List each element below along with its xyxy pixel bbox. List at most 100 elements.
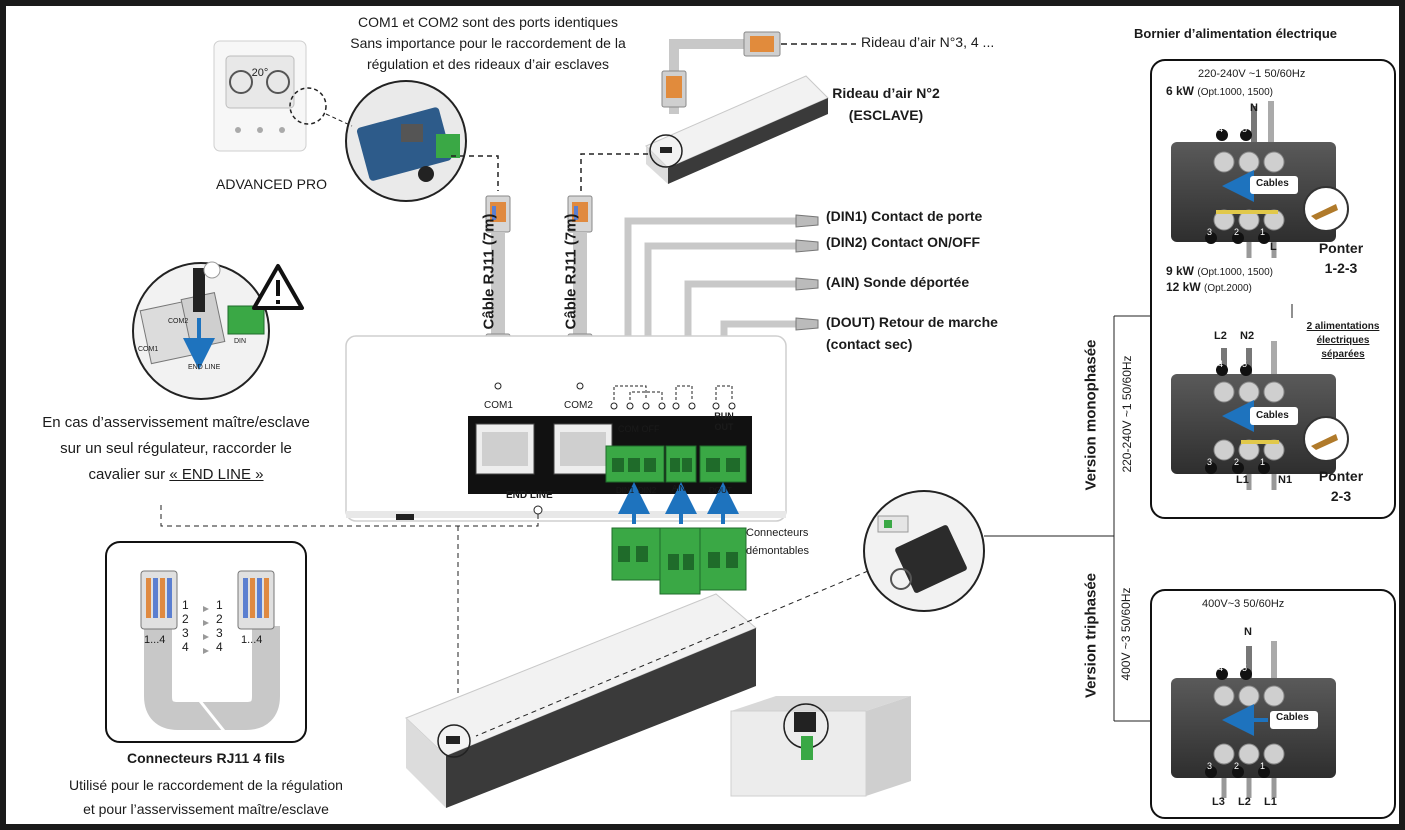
end-line-note-prefix: cavalier sur bbox=[88, 466, 170, 483]
mono-power-1: 6 kW (Opt.1000, 1500) bbox=[1166, 84, 1273, 98]
input-dout-label: (DOUT) Retour de marche (contact sec) bbox=[826, 311, 998, 355]
t2-num-3: 3 bbox=[1207, 457, 1213, 467]
board-din1-label: DIN1 bbox=[616, 486, 635, 495]
rj11-pin-left-4: 4 bbox=[182, 640, 189, 654]
tri-n-label: N bbox=[1244, 626, 1252, 638]
separate-supplies-line-1: 2 alimentations bbox=[1306, 321, 1380, 332]
terminal-block-2 bbox=[1171, 341, 1349, 490]
terminal-block-1 bbox=[1171, 101, 1349, 258]
controller-board bbox=[345, 335, 787, 522]
input-dout-line-2: (contact sec) bbox=[826, 336, 913, 352]
ponter-2-pins: 2-3 bbox=[1330, 488, 1352, 504]
end-line-note-link: « END LINE » bbox=[169, 466, 264, 483]
ponter-1-pins: 1-2-3 bbox=[1324, 260, 1358, 276]
mono-power-3-opt: (Opt.2000) bbox=[1204, 283, 1252, 294]
mono-cables-2: Cables bbox=[1256, 410, 1289, 421]
separate-supplies: 2 alimentations électriques séparées bbox=[1302, 320, 1384, 362]
t2-num-5: 5 bbox=[1242, 359, 1248, 369]
mono-power-3-value: 12 kW bbox=[1166, 280, 1201, 294]
terminal-title: Bornier d’alimentation électrique bbox=[1134, 26, 1337, 41]
mono-supply: 220-240V ~1 50/60Hz bbox=[1198, 68, 1306, 80]
mono-power-2-opt: (Opt.1000, 1500) bbox=[1197, 267, 1273, 278]
air-curtain-2 bbox=[645, 75, 829, 184]
cable-left-label: Câble RJ11 (7m) bbox=[480, 213, 498, 330]
rj11-pin-right-4: 4 bbox=[216, 640, 223, 654]
rj11-range-left: 1...4 bbox=[144, 634, 166, 646]
t2-num-4: 4 bbox=[1218, 359, 1224, 369]
rj11-pin-right-2: 2 bbox=[216, 612, 223, 626]
mono-power-1-value: 6 kW bbox=[1166, 84, 1195, 98]
board-com2-label: COM2 bbox=[564, 400, 593, 411]
input-din1-label: (DIN1) Contact de porte bbox=[826, 208, 983, 224]
input-din2-label: (DIN2) Contact ON/OFF bbox=[826, 234, 980, 250]
separate-supplies-line-3: séparées bbox=[1321, 349, 1365, 360]
tri-cables: Cables bbox=[1276, 712, 1309, 723]
ponter-1: Ponter 1-2-3 bbox=[1306, 238, 1376, 278]
cable-curtain-3 bbox=[661, 31, 856, 114]
diagram-frame: 20° bbox=[6, 6, 1399, 824]
top-note-line-2: Sans importance pour le raccordement de … bbox=[350, 35, 626, 51]
curtain-3-label: Rideau d’air N°3, 4 ... bbox=[861, 34, 995, 50]
mono-side-supply: 220-240V ~1 50/60Hz bbox=[1120, 355, 1134, 473]
t3-num-5: 5 bbox=[1242, 663, 1248, 673]
t3-num-3: 3 bbox=[1207, 761, 1213, 771]
zoom-com2-label: COM2 bbox=[168, 318, 189, 325]
terminal-block-3 bbox=[1171, 641, 1336, 798]
rj11-range-right: 1...4 bbox=[241, 634, 263, 646]
rj11-pin-right-1: 1 bbox=[216, 598, 223, 612]
tri-supply: 400V~3 50/60Hz bbox=[1202, 598, 1285, 610]
ponter-1-label: Ponter bbox=[1318, 240, 1364, 256]
tri-l2: L2 bbox=[1238, 796, 1251, 808]
ponter-2-label: Ponter bbox=[1318, 468, 1364, 484]
rj11-desc: Utilisé pour le raccordement de la régul… bbox=[26, 773, 386, 821]
zoom-din-label: DIN bbox=[234, 338, 247, 345]
air-curtain-box-unit bbox=[730, 696, 911, 797]
mono-l2-label: L2 bbox=[1214, 330, 1227, 342]
input-wires bbox=[624, 217, 796, 351]
board-end-line-label: END LINE bbox=[506, 490, 553, 501]
board-din2-label: DIN2 bbox=[638, 486, 657, 495]
mono-cables-1: Cables bbox=[1256, 178, 1289, 189]
mono-power-1-opt: (Opt.1000, 1500) bbox=[1197, 87, 1273, 98]
thermostat-display: 20° bbox=[252, 67, 269, 79]
rj11-desc-line-1: Utilisé pour le raccordement de la régul… bbox=[69, 777, 343, 793]
mono-n1-label: N1 bbox=[1278, 474, 1293, 486]
thermostat-device: 20° bbox=[213, 40, 327, 152]
top-note-line-3: régulation et des rideaux d’air esclaves bbox=[366, 56, 610, 72]
removable-connectors-line-1: Connecteurs bbox=[746, 527, 809, 539]
t2-num-1: 1 bbox=[1260, 457, 1266, 467]
board-ain-label: AIN bbox=[672, 484, 686, 493]
t1-num-2: 2 bbox=[1234, 227, 1240, 237]
curtain-zoom-circle bbox=[863, 490, 985, 612]
board-din-label: COM OFF bbox=[618, 424, 660, 434]
mono-n-label: N bbox=[1250, 102, 1258, 114]
end-line-note-line-2: sur un seul régulateur, raccorder le bbox=[60, 440, 292, 457]
board-com1-label: COM1 bbox=[484, 400, 513, 411]
t1-num-3: 3 bbox=[1207, 227, 1213, 237]
thermostat-name: ADVANCED PRO bbox=[216, 176, 327, 192]
board-dout-label: DOUT bbox=[709, 486, 732, 495]
air-curtain-master bbox=[405, 593, 757, 808]
removable-connectors-line-2: démontables bbox=[746, 545, 809, 557]
rj11-detail-box bbox=[105, 541, 307, 743]
rj11-pins-left: 1 2 3 4 bbox=[182, 598, 189, 654]
board-zoom-circle bbox=[345, 80, 467, 202]
curtain-2-label: Rideau d’air N°2 (ESCLAVE) bbox=[821, 82, 951, 126]
zoom-end-line-label: END LINE bbox=[188, 364, 221, 371]
board-run-label: RUN bbox=[714, 411, 734, 421]
mono-power-2-value: 9 kW bbox=[1166, 264, 1195, 278]
cable-right-label: Câble RJ11 (7m) bbox=[562, 213, 580, 330]
input-ain-label: (AIN) Sonde déportée bbox=[826, 274, 970, 290]
rj11-pin-left-2: 2 bbox=[182, 612, 189, 626]
rj11-pin-right-3: 3 bbox=[216, 626, 223, 640]
t1-num-5: 5 bbox=[1242, 124, 1248, 134]
end-line-note: En cas d’asservissement maître/esclave s… bbox=[6, 410, 346, 488]
t2-num-2: 2 bbox=[1234, 457, 1240, 467]
end-line-zoom bbox=[132, 261, 270, 400]
mono-n2-label: N2 bbox=[1240, 330, 1255, 342]
warning-icon bbox=[252, 264, 304, 310]
tri-l3: L3 bbox=[1212, 796, 1225, 808]
wiring-diagram: 20° bbox=[105, 31, 1396, 819]
tri-side-title: Version triphasée bbox=[1082, 572, 1100, 699]
rj11-title: Connecteurs RJ11 4 fils bbox=[127, 750, 285, 766]
